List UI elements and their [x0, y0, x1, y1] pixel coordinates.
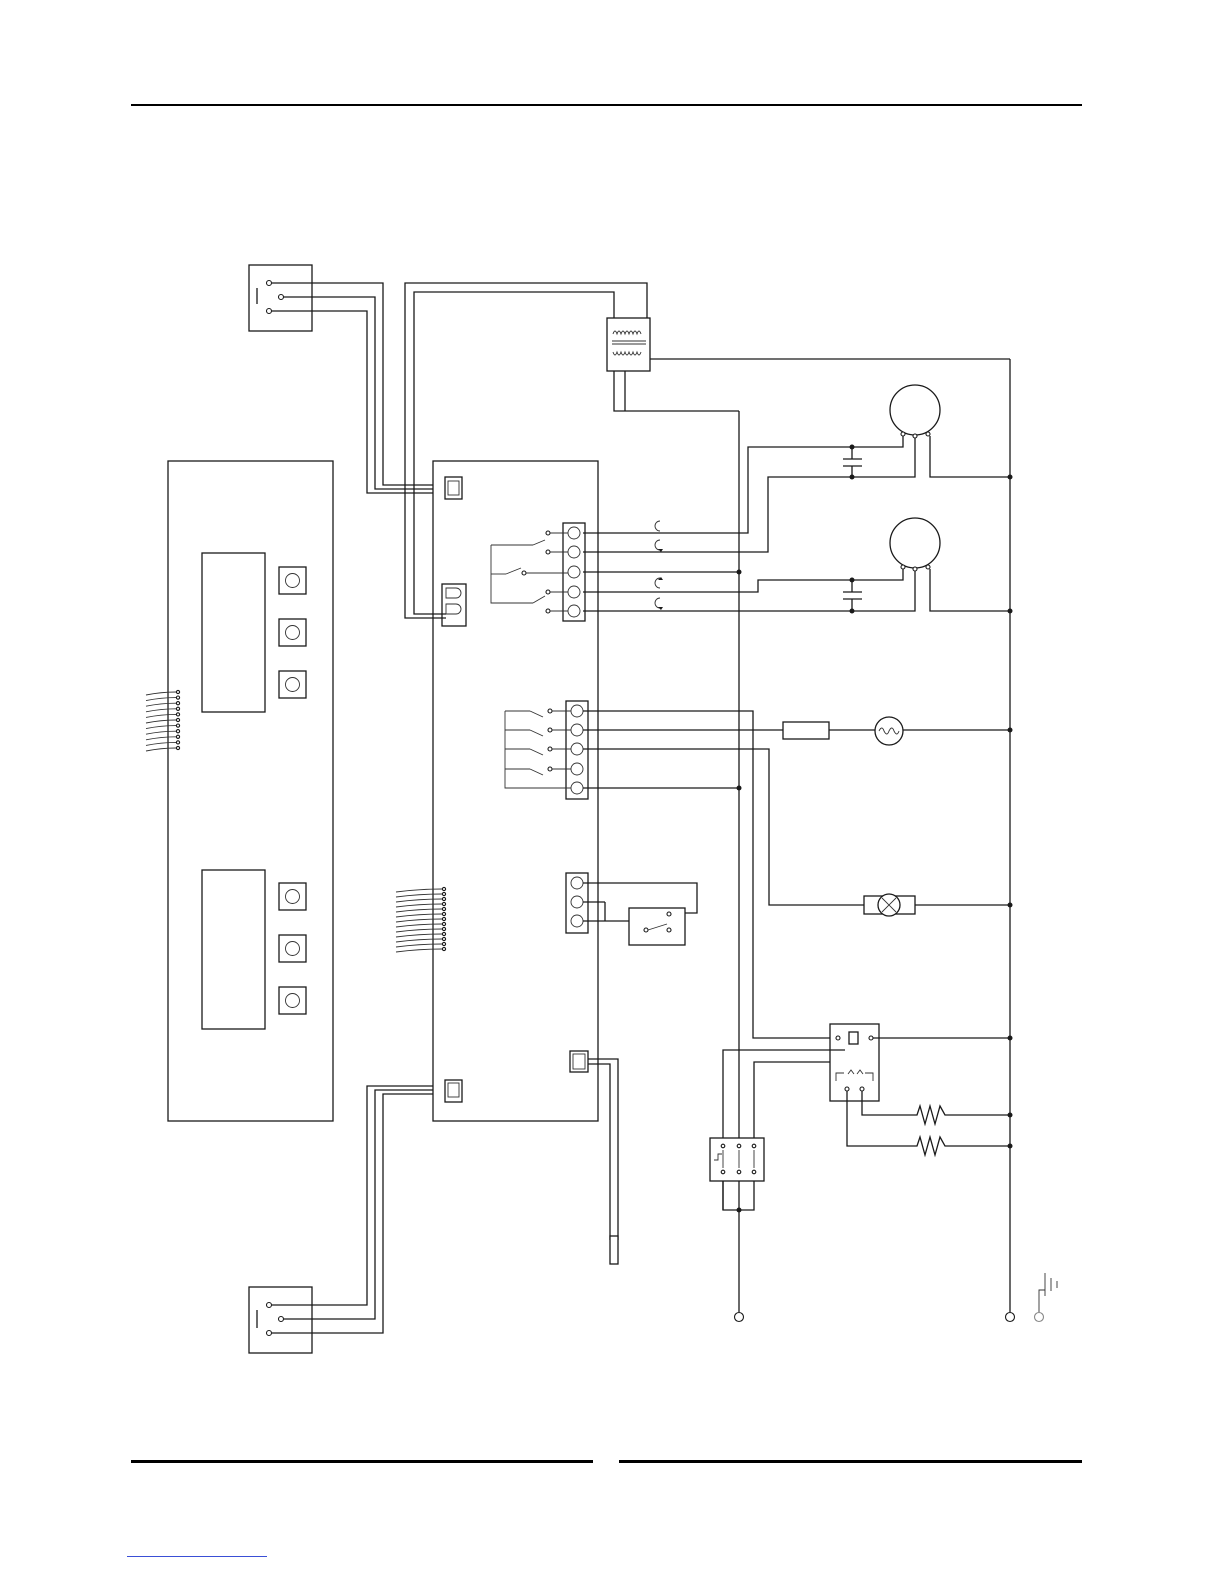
panel-button-upper-2 — [279, 619, 306, 646]
door-switch-bottom — [249, 1086, 445, 1353]
light-indicator — [864, 894, 1013, 916]
panel-button-upper-3 — [279, 671, 306, 698]
run-capacitor-2 — [843, 578, 862, 614]
main-control-board — [396, 461, 598, 1121]
ground-terminal — [1035, 1273, 1058, 1322]
run-capacitor-1 — [843, 445, 862, 480]
display-window-upper — [202, 553, 265, 712]
lamp-wiring — [583, 711, 1013, 1038]
display-window-lower — [202, 870, 265, 1029]
neutral-terminal — [1006, 1313, 1015, 1322]
thermal-switch — [629, 908, 685, 945]
motor-1 — [583, 385, 1013, 552]
contactor — [710, 1138, 764, 1213]
oven-lamp — [875, 717, 903, 745]
line-terminal — [735, 1313, 744, 1322]
panel-button-lower-1 — [279, 883, 306, 910]
panel-button-upper-1 — [279, 567, 306, 594]
fuse — [783, 722, 829, 739]
neutral-bus — [1006, 359, 1015, 1322]
panel-button-lower-2 — [279, 935, 306, 962]
line-bus — [735, 411, 744, 1322]
display-control-panel — [146, 461, 333, 1121]
panel-button-lower-3 — [279, 987, 306, 1014]
motor-2 — [583, 518, 1013, 614]
relay-module — [723, 1024, 1013, 1210]
heating-element-1 — [862, 1091, 1013, 1124]
door-switch-top — [249, 265, 445, 493]
rotation-arrows — [655, 521, 663, 610]
